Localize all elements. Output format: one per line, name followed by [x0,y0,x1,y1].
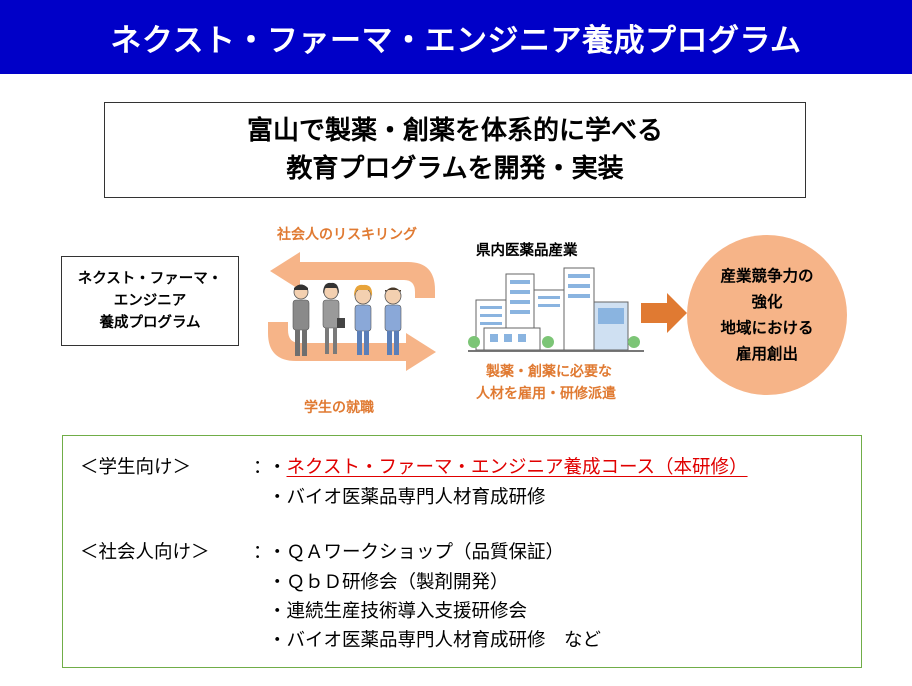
industry-label: 県内医薬品産業 [476,243,578,259]
students-label: ＜学生向け＞ [80,457,192,478]
people-illustration [292,282,402,356]
workers-item-3: ・連続生産技術導入支援研修会 [268,597,527,623]
workers-separator: ： [253,542,272,563]
bullet: ・ [268,630,287,651]
students-item-2: ・バイオ医薬品専門人材育成研修 [268,483,546,509]
headline-line-1: 富山で製薬・創薬を体系的に学べる [246,116,663,146]
industry-caption-line-2: 人材を雇用・研修派遣 [476,386,616,402]
students-item-1-text: ネクスト・ファーマ・エンジニア養成コース（本研修） [286,457,748,478]
outcome-line-4: 雇用創出 [735,345,798,363]
workers-item-4: ・バイオ医薬品専門人材育成研修 など [268,626,601,652]
bullet: ・ [268,572,287,593]
program-box-line-1: ネクスト・ファーマ・ [77,271,223,287]
bullet: ・ [268,457,287,478]
program-box-line-3: 養成プログラム [99,315,201,331]
city-buildings-illustration [468,267,644,352]
top-arrow-label: 社会人のリスキリング [277,227,417,243]
workers-item-2: ・ＱｂＤ研修会（製剤開発） [268,568,509,594]
offerings-box [62,435,862,668]
outcome-line-3: 地域における [720,319,814,337]
program-box: ネクスト・ファーマ・ エンジニア 養成プログラム [61,256,239,346]
workers-item-1: ・ＱＡワークショップ（品質保証） [268,538,564,564]
workers-label: ＜社会人向け＞ [80,542,210,563]
arrow-right-icon [641,293,687,333]
bullet: ・ [268,487,287,508]
workers-item-4-text: バイオ医薬品専門人材育成研修 など [286,630,602,651]
bullet: ・ [268,601,287,622]
industry-caption-line-1: 製薬・創薬に必要な [486,364,612,380]
headline-box: 富山で製薬・創薬を体系的に学べる 教育プログラムを開発・実装 [104,102,806,198]
workers-item-1-text: ＱＡワークショップ（品質保証） [286,542,565,563]
students-item-1: ・ネクスト・ファーマ・エンジニア養成コース（本研修） [268,453,748,479]
slide-title: ネクスト・ファーマ・エンジニア養成プログラム [110,22,802,59]
students-separator: ： [253,457,272,478]
bullet: ・ [268,542,287,563]
bottom-arrow-label: 学生の就職 [304,400,374,416]
students-item-2-text: バイオ医薬品専門人材育成研修 [286,487,546,508]
program-box-line-2: エンジニア [113,293,187,309]
outcome-line-2: 強化 [751,293,783,311]
outcome-circle: 産業競争力の 強化 地域における 雇用創出 [687,235,847,395]
workers-item-3-text: 連続生産技術導入支援研修会 [286,601,528,622]
outcome-line-1: 産業競争力の [720,267,814,285]
headline-line-2: 教育プログラムを開発・実装 [286,154,624,184]
workers-item-2-text: ＱｂＤ研修会（製剤開発） [286,572,509,593]
slide-title-bar: ネクスト・ファーマ・エンジニア養成プログラム [0,0,912,74]
